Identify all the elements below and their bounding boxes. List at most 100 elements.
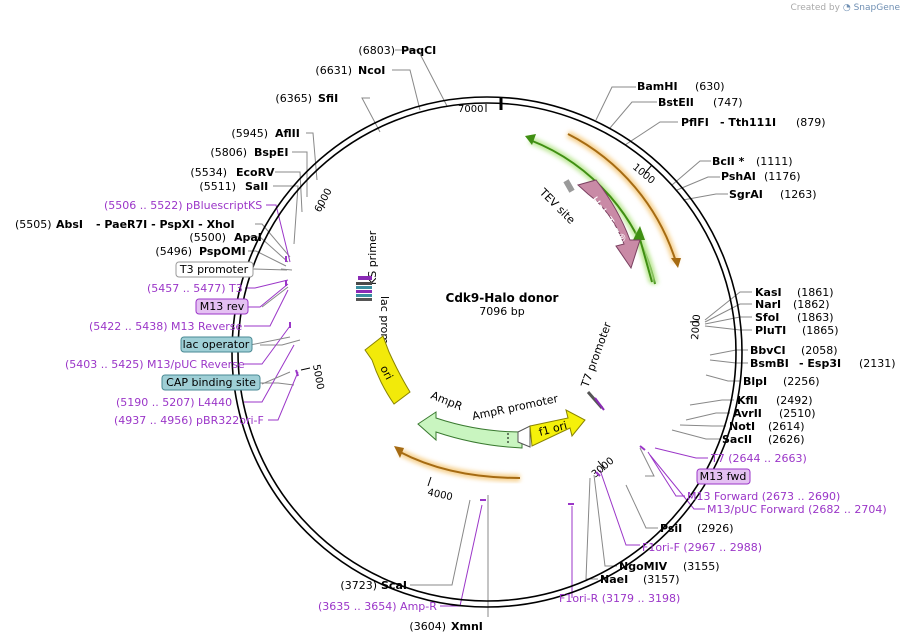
plasmid-name: Cdk9-Halo donor xyxy=(446,291,559,305)
enzyme-pspomi[interactable]: PspOMI xyxy=(199,245,246,258)
tick-label-3000: 3000 xyxy=(590,456,617,481)
enzyme-pshai-pos: (1176) xyxy=(764,170,801,183)
enzyme-sali[interactable]: SalI xyxy=(245,180,268,193)
enzyme-psii-pos: (2926) xyxy=(697,522,734,535)
m13-fwd-label: M13 fwd xyxy=(700,470,747,483)
m13-rev-label: M13 rev xyxy=(200,300,245,313)
primer-f1ori-r[interactable]: F1ori-R (3179 .. 3198) xyxy=(559,592,680,605)
enzyme-aflii[interactable]: AflII xyxy=(275,127,300,140)
primer-f1ori-f[interactable]: F1ori-F (2967 .. 2988) xyxy=(642,541,762,554)
credit-prefix: Created by xyxy=(790,3,840,13)
credit-brand: SnapGene xyxy=(853,3,900,13)
tick-label-7000: 7000 xyxy=(458,104,483,115)
primer-m13-forward[interactable]: M13 Forward (2673 .. 2690) xyxy=(687,490,840,503)
primer-m13-puc-reverse[interactable]: (5403 .. 5425) M13/pUC Reverse xyxy=(65,358,245,371)
callout-lines xyxy=(248,49,489,617)
enzyme-noti[interactable]: NotI xyxy=(729,420,755,433)
enzyme-kfli[interactable]: KflI xyxy=(737,394,758,407)
enzyme-kasi[interactable]: KasI xyxy=(755,286,782,299)
enzyme-avrii[interactable]: AvrII xyxy=(733,407,762,420)
tick-marks xyxy=(300,104,700,487)
enzyme-ngomiv[interactable]: NgoMIV xyxy=(619,560,668,573)
primer-amp-r[interactable]: (3635 .. 3654) Amp-R xyxy=(318,600,437,613)
enzyme-bbvci[interactable]: BbvCI xyxy=(750,344,786,357)
lac-operator-box[interactable] xyxy=(180,336,253,353)
enzyme-bsmbi-pos: (2131) xyxy=(859,357,896,370)
enzyme-scai-pos: (3723) xyxy=(340,579,377,592)
enzyme-bcli[interactable]: BclI * xyxy=(712,155,745,168)
enzyme-absi[interactable]: AbsI xyxy=(56,218,83,231)
enzyme-sali-pos: (5511) xyxy=(199,180,236,193)
green-arc-top xyxy=(525,134,659,285)
tick-label-6000: 6000 xyxy=(313,187,335,215)
enzyme-bsmbi-aliases[interactable]: - Esp3I xyxy=(799,357,841,370)
enzyme-sfoi[interactable]: SfoI xyxy=(755,311,779,324)
primer-t7[interactable]: T7 (2644 .. 2663) xyxy=(710,452,807,465)
snapgene-logo-icon: ◔ xyxy=(842,3,851,13)
primer-lines xyxy=(244,204,708,607)
enzyme-apai[interactable]: ApaI xyxy=(234,231,262,244)
enzyme-bamhi-pos: (630) xyxy=(695,80,725,93)
primer-t3[interactable]: (5457 .. 5477) T3 xyxy=(147,282,243,295)
ks-primer-label: KS primer xyxy=(366,230,379,285)
enzyme-apai-pos: (5500) xyxy=(189,231,226,244)
enzyme-bsteii-pos: (747) xyxy=(713,96,743,109)
primer-m13-reverse[interactable]: (5422 .. 5438) M13 Reverse xyxy=(89,320,242,333)
enzyme-pluti[interactable]: PluTI xyxy=(755,324,786,337)
enzyme-ncoi[interactable]: NcoI xyxy=(358,64,385,77)
tev-site-marker xyxy=(563,179,575,193)
enzyme-pflfi-pos: (879) xyxy=(796,116,826,129)
ori-arrow: ori xyxy=(364,335,411,405)
enzyme-sgrai[interactable]: SgrAI xyxy=(729,188,763,201)
enzyme-bcli-pos: (1111) xyxy=(756,155,793,168)
enzyme-nari[interactable]: NarI xyxy=(755,298,781,311)
enzyme-psii[interactable]: PsiI xyxy=(660,522,682,535)
primer-l4440[interactable]: (5190 .. 5207) L4440 xyxy=(116,396,232,409)
enzyme-bbvci-pos: (2058) xyxy=(801,344,838,357)
mcs-feature-stack xyxy=(356,276,372,301)
enzyme-ecorv[interactable]: EcoRV xyxy=(236,166,275,179)
enzyme-kfli-pos: (2492) xyxy=(776,394,813,407)
enzyme-paqci[interactable]: PaqCI xyxy=(401,44,436,57)
enzyme-sacii[interactable]: SacII xyxy=(722,433,752,446)
enzyme-ngomiv-pos: (3155) xyxy=(683,560,720,573)
enzyme-bamhi[interactable]: BamHI xyxy=(637,80,678,93)
enzyme-noti-pos: (2614) xyxy=(768,420,805,433)
ampr-arrow: AmpR xyxy=(417,389,523,449)
lac-operator-label: lac operator xyxy=(183,338,250,351)
tick-label-5000: 5000 xyxy=(310,364,325,391)
enzyme-scai[interactable]: ScaI xyxy=(381,579,407,592)
enzyme-blpi-pos: (2256) xyxy=(783,375,820,388)
enzyme-bsteii[interactable]: BstEII xyxy=(658,96,694,109)
enzyme-bsmbi[interactable]: BsmBI xyxy=(750,357,789,370)
enzyme-pflfi[interactable]: PflFI xyxy=(681,116,709,129)
snapgene-credit: Created by ◔ SnapGene xyxy=(790,3,900,13)
enzyme-bspei[interactable]: BspEI xyxy=(254,146,288,159)
m13-fwd-box[interactable] xyxy=(696,468,751,485)
enzyme-aflii-pos: (5945) xyxy=(231,127,268,140)
primer-m13-puc-forward[interactable]: M13/pUC Forward (2682 .. 2704) xyxy=(707,503,887,516)
t3-promoter-label: T3 promoter xyxy=(179,263,249,276)
primer-ticks xyxy=(285,256,646,505)
enzyme-naei-pos: (3157) xyxy=(643,573,680,586)
primer-pbluescriptks[interactable]: (5506 .. 5522) pBluescriptKS xyxy=(104,199,262,212)
t7-promoter-label: T7 promoter xyxy=(578,320,614,390)
t7-primer-marker xyxy=(594,397,605,411)
enzyme-pluti-pos: (1865) xyxy=(802,324,839,337)
enzyme-xmni[interactable]: XmnI xyxy=(451,620,483,633)
enzyme-ncoi-pos: (6631) xyxy=(315,64,352,77)
enzyme-absi-pos: (5505) xyxy=(15,218,52,231)
m13-rev-box[interactable] xyxy=(195,298,249,315)
enzyme-xmni-pos: (3604) xyxy=(409,620,446,633)
enzyme-absi-aliases[interactable]: - PaeR7I - PspXI - XhoI xyxy=(96,218,235,231)
cap-binding-site-box[interactable] xyxy=(161,374,261,391)
enzyme-avrii-pos: (2510) xyxy=(779,407,816,420)
t3-promoter-box[interactable] xyxy=(175,261,254,278)
enzyme-sfii[interactable]: SfiI xyxy=(318,92,338,105)
enzyme-pflfi-aliases[interactable]: - Tth111I xyxy=(720,116,776,129)
enzyme-naei[interactable]: NaeI xyxy=(600,573,628,586)
enzyme-pshai[interactable]: PshAI xyxy=(721,170,756,183)
primer-pbr322ori-f[interactable]: (4937 .. 4956) pBR322ori-F xyxy=(114,414,264,427)
enzyme-blpi[interactable]: BlpI xyxy=(743,375,767,388)
